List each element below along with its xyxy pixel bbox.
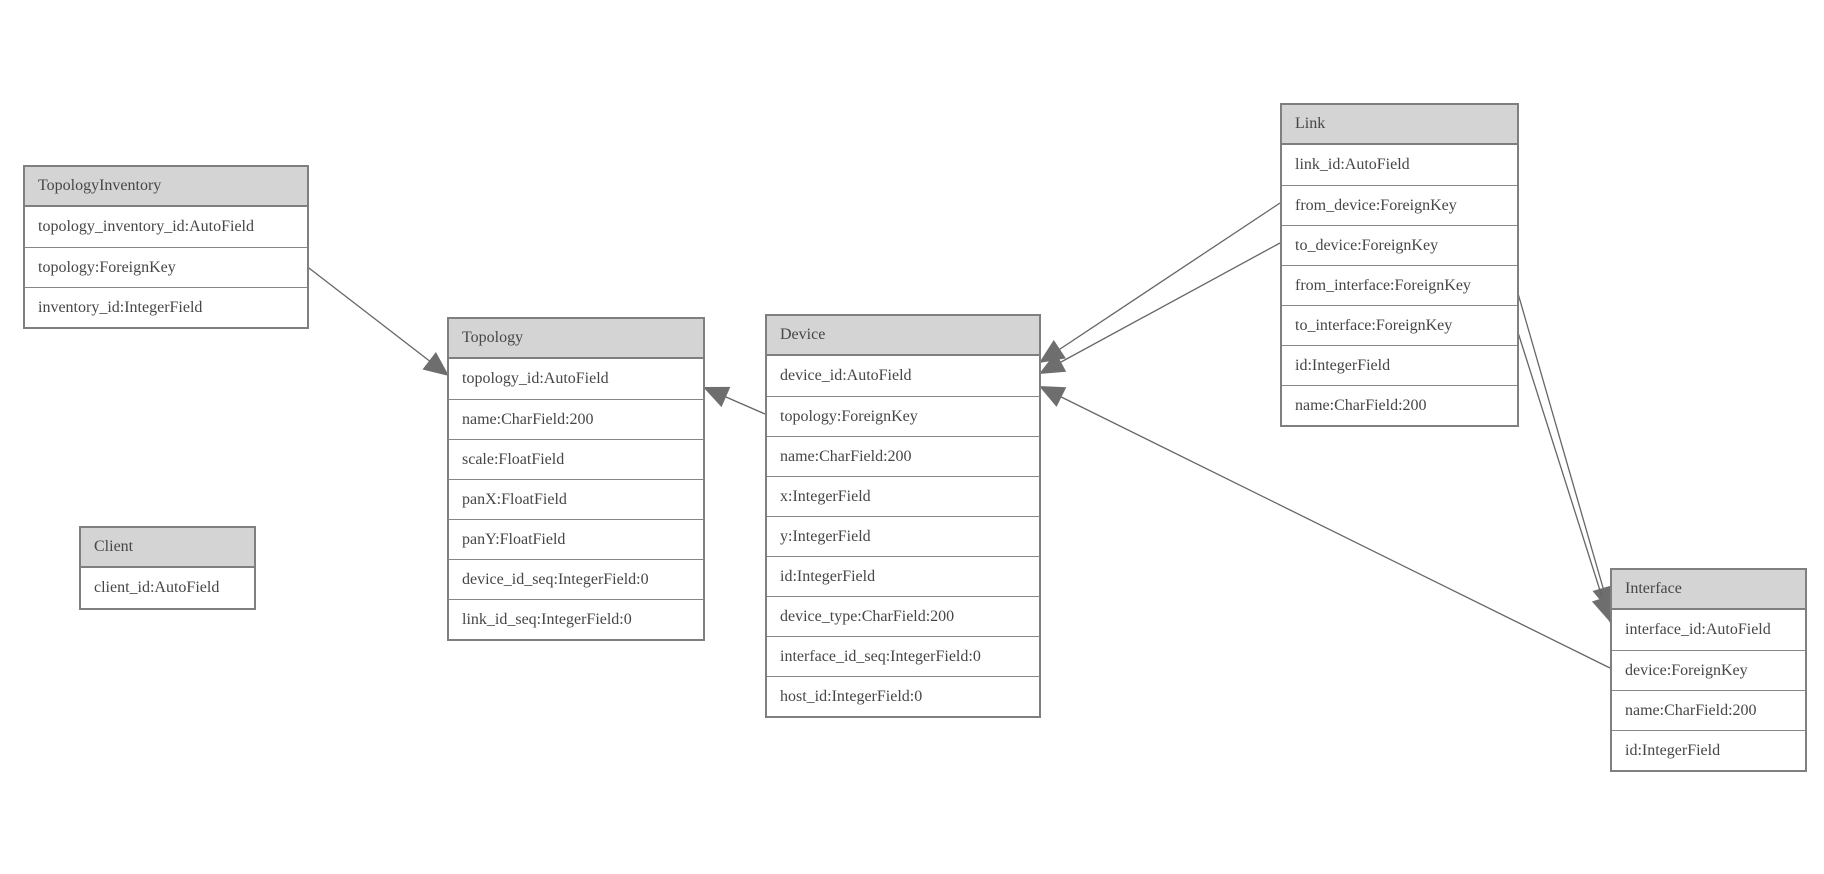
entity-field-row: host_id:IntegerField:0 <box>767 676 1039 716</box>
arrowhead-link-from_device-to-device <box>1039 340 1066 363</box>
entity-field-row: panX:FloatField <box>449 479 703 519</box>
entity-field-row: interface_id_seq:IntegerField:0 <box>767 636 1039 676</box>
entity-field-row: scale:FloatField <box>449 439 703 479</box>
arrowhead-link-to_interface-to-interface <box>1591 594 1613 622</box>
entity-field-row: client_id:AutoField <box>81 568 254 608</box>
entity-field-row: panY:FloatField <box>449 519 703 559</box>
entity-field-row: device:ForeignKey <box>1612 650 1805 690</box>
edge-interface-device-to-device <box>1038 385 1611 669</box>
edge-topologyinventory-topology-to-topology <box>304 264 450 377</box>
entity-field-row: device_id_seq:IntegerField:0 <box>449 559 703 599</box>
entity-field-row: id:IntegerField <box>1612 730 1805 770</box>
entity-title-topology: Topology <box>449 319 703 359</box>
entity-field-row: topology_id:AutoField <box>449 359 703 399</box>
entity-field-row: device_id:AutoField <box>767 356 1039 396</box>
edge-link-to_device-to-device <box>1038 242 1281 375</box>
entity-field-row: y:IntegerField <box>767 516 1039 556</box>
entity-title-device: Device <box>767 316 1039 356</box>
entity-field-row: id:IntegerField <box>1282 345 1517 385</box>
arrowhead-device-topology-to-topology <box>703 386 731 408</box>
entity-field-row: from_device:ForeignKey <box>1282 185 1517 225</box>
entity-field-row: to_interface:ForeignKey <box>1282 305 1517 345</box>
entity-field-row: inventory_id:IntegerField <box>25 287 307 327</box>
entity-field-row: name:CharField:200 <box>449 399 703 439</box>
entity-title-interface: Interface <box>1612 570 1805 610</box>
entity-field-row: id:IntegerField <box>767 556 1039 596</box>
entity-field-row: topology_inventory_id:AutoField <box>25 207 307 247</box>
entity-field-row: device_type:CharField:200 <box>767 596 1039 636</box>
entity-field-row: link_id_seq:IntegerField:0 <box>449 599 703 639</box>
edge-link-from_device-to-device <box>1038 202 1281 364</box>
entity-field-row: name:CharField:200 <box>1282 385 1517 425</box>
entity-field-row: to_device:ForeignKey <box>1282 225 1517 265</box>
entity-title-topologyinventory: TopologyInventory <box>25 167 307 207</box>
arrowhead-link-to_device-to-device <box>1039 352 1067 374</box>
arrowhead-interface-device-to-device <box>1039 386 1067 407</box>
entity-field-row: name:CharField:200 <box>767 436 1039 476</box>
entity-field-row: interface_id:AutoField <box>1612 610 1805 650</box>
entity-field-row: x:IntegerField <box>767 476 1039 516</box>
arrowhead-topologyinventory-topology-to-topology <box>422 352 449 376</box>
entity-field-row: topology:ForeignKey <box>767 396 1039 436</box>
entity-title-client: Client <box>81 528 254 568</box>
entity-field-row: topology:ForeignKey <box>25 247 307 287</box>
entity-field-row: from_interface:ForeignKey <box>1282 265 1517 305</box>
entity-field-row: link_id:AutoField <box>1282 145 1517 185</box>
entity-field-row: name:CharField:200 <box>1612 690 1805 730</box>
edge-link-from_interface-to-interface <box>1514 282 1611 613</box>
edge-link-to_interface-to-interface <box>1514 322 1611 623</box>
entity-title-link: Link <box>1282 105 1517 145</box>
